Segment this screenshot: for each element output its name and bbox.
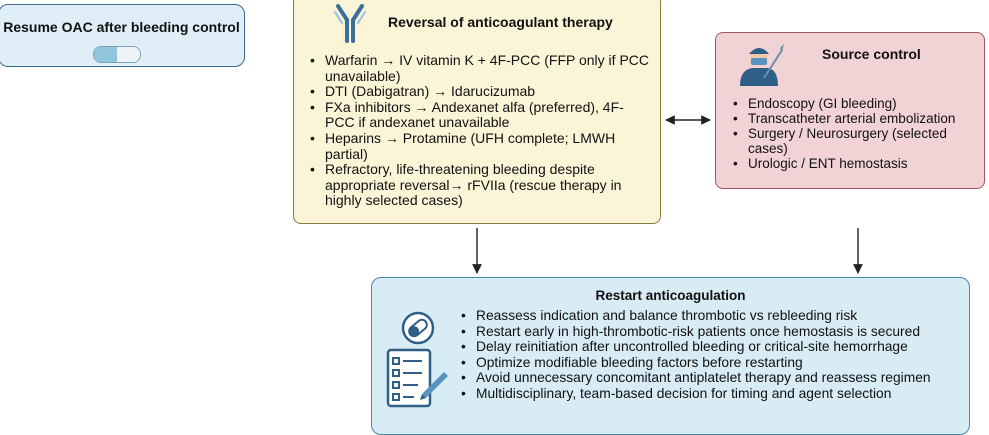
list-item: Reassess indication and balance thrombot… bbox=[459, 308, 969, 324]
resume-oac-title: Resume OAC after bleeding control bbox=[3, 19, 240, 35]
reversal-title: Reversal of anticoagulant therapy bbox=[388, 14, 613, 30]
list-item: Delay reinitiation after uncontrolled bl… bbox=[459, 339, 969, 355]
list-item: Heparins → Protamine (UFH complete; LMWH… bbox=[308, 130, 653, 162]
reversal-list: Warfarin → IV vitamin K + 4F-PCC (FFP on… bbox=[308, 52, 653, 209]
reversal-box: Reversal of anticoagulant therapy Warfar… bbox=[293, 0, 661, 224]
list-item: Surgery / Neurosurgery (selected cases) bbox=[731, 126, 986, 156]
list-item: DTI (Dabigatran) → Idarucizumab bbox=[308, 84, 653, 100]
source-control-list: Endoscopy (GI bleeding) Transcatheter ar… bbox=[731, 96, 986, 171]
antibody-icon bbox=[334, 4, 366, 43]
list-item: Avoid unnecessary concomitant antiplatel… bbox=[459, 370, 969, 386]
list-item: Refractory, life-threatening bleeding de… bbox=[308, 161, 653, 209]
list-item: FXa inhibitors → Andexanet alfa (preferr… bbox=[308, 99, 653, 131]
capsule-icon bbox=[93, 46, 141, 63]
restart-anticoagulation-box: Restart anticoagulation Reassess indicat… bbox=[371, 277, 970, 435]
restart-list: Reassess indication and balance thrombot… bbox=[459, 308, 969, 401]
list-item: Restart early in high-thrombotic-risk pa… bbox=[459, 324, 969, 340]
list-item: Urologic / ENT hemostasis bbox=[731, 156, 986, 171]
resume-oac-box: Resume OAC after bleeding control bbox=[0, 4, 245, 67]
source-control-title: Source control bbox=[822, 46, 921, 62]
list-item: Endoscopy (GI bleeding) bbox=[731, 96, 986, 111]
list-item: Optimize modifiable bleeding factors bef… bbox=[459, 355, 969, 371]
surgeon-icon bbox=[740, 44, 784, 86]
list-item: Transcatheter arterial embolization bbox=[731, 111, 986, 126]
source-control-box: Source control Endoscopy (GI bleeding) T… bbox=[715, 32, 985, 189]
list-item: Warfarin → IV vitamin K + 4F-PCC (FFP on… bbox=[308, 52, 653, 84]
list-item: Multidisciplinary, team-based decision f… bbox=[459, 386, 969, 402]
checklist-pill-icon bbox=[386, 311, 448, 408]
restart-title: Restart anticoagulation bbox=[595, 288, 746, 303]
